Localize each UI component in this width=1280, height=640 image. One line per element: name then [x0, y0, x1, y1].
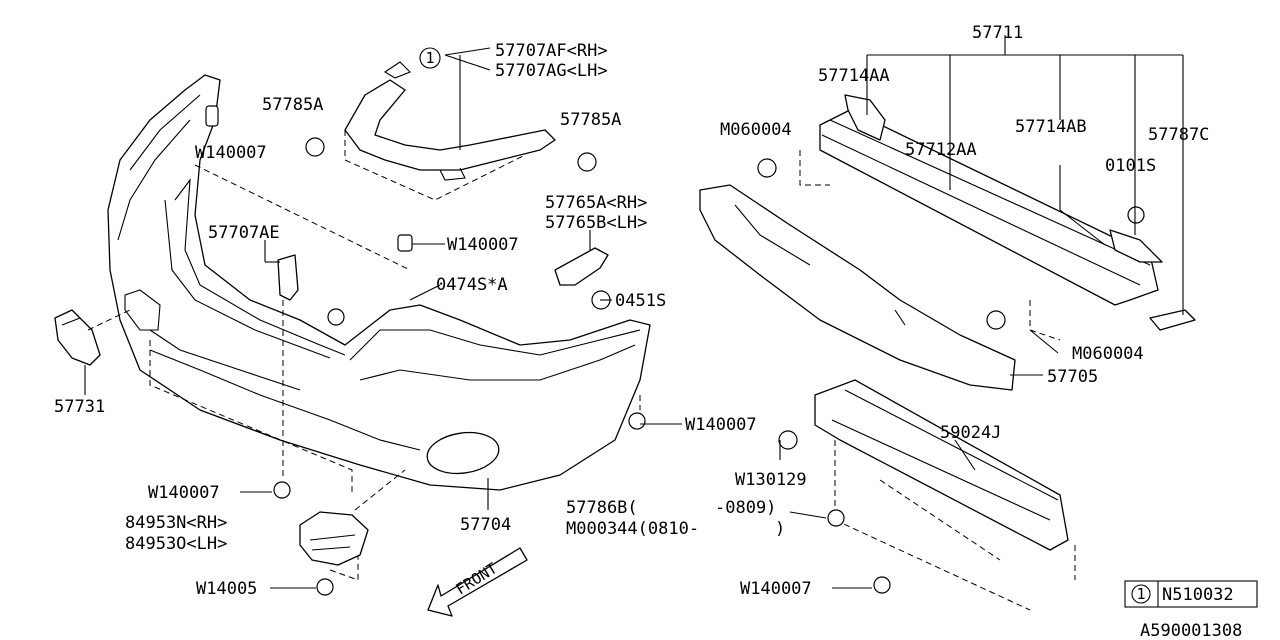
- front-label: FRONT: [453, 559, 501, 598]
- side-marker-57731: [54, 309, 131, 395]
- front-arrow: FRONT: [427, 547, 528, 617]
- callout-circle: [419, 47, 441, 69]
- label-59024J: 59024J: [940, 423, 1001, 443]
- label-84953N: 84953N<RH>: [125, 513, 227, 533]
- ref-part-number: N510032: [1162, 585, 1234, 605]
- reinforcement-57711: [799, 94, 1163, 341]
- leader-lines: [240, 35, 1184, 589]
- label-57765A: 57765A<RH>: [545, 193, 647, 213]
- lower-beam-59024J: [814, 379, 1076, 611]
- label-57711: 57711: [972, 23, 1023, 43]
- label-57704: 57704: [460, 515, 511, 535]
- label-57787C: 57787C: [1148, 125, 1209, 145]
- label-0474S: 0474S*A: [436, 275, 508, 295]
- bracket-57707AE: [264, 240, 299, 480]
- label-57714AA: 57714AA: [818, 66, 890, 86]
- label-57707AF: 57707AF<RH>: [495, 41, 608, 61]
- label-W140007-bottom-right: W140007: [740, 579, 812, 599]
- bracket-57707AF: [344, 61, 556, 201]
- label-57714AB: 57714AB: [1015, 117, 1087, 137]
- label-W140007-bottom-left: W140007: [148, 483, 220, 503]
- plate-57787C: [1149, 309, 1196, 331]
- label-W140007-mid: W140007: [447, 235, 519, 255]
- reference-box: 1 N510032: [1124, 580, 1258, 608]
- label-84953O: 84953O<LH>: [125, 534, 227, 554]
- retainer-57765: [554, 230, 609, 286]
- label-57786B: 57786B(: [566, 498, 638, 518]
- label-W130129: W130129: [735, 470, 807, 490]
- absorber-57705: [699, 184, 1016, 391]
- fastener-bolts-left: [205, 105, 646, 596]
- ref-callout-number: 1: [1136, 585, 1145, 603]
- label-paren: ): [775, 519, 785, 539]
- label-57785A-right: 57785A: [560, 110, 621, 130]
- label-M060004-top: M060004: [720, 120, 792, 140]
- label-57765B: 57765B<LH>: [545, 213, 647, 233]
- label-0809: -0809): [715, 498, 776, 518]
- label-W140007-right: W140007: [685, 415, 757, 435]
- label-57705: 57705: [1047, 367, 1098, 387]
- bumper-cover-57704: [107, 74, 651, 491]
- label-0101S: 0101S: [1105, 156, 1156, 176]
- fog-cover-84953: [299, 469, 406, 581]
- label-0451S: 0451S: [615, 291, 666, 311]
- callout-number: 1: [425, 49, 434, 67]
- label-57707AG: 57707AG<LH>: [495, 61, 608, 81]
- label-57707AE: 57707AE: [208, 223, 280, 243]
- label-57731: 57731: [54, 397, 105, 417]
- label-57785A-left: 57785A: [262, 95, 323, 115]
- fastener-bolts-right: [757, 158, 1145, 594]
- label-57712AA: 57712AA: [905, 140, 977, 160]
- label-W140007-top-left: W140007: [195, 143, 267, 163]
- label-W14005: W14005: [196, 579, 257, 599]
- label-M000344: M000344(0810-: [566, 519, 699, 539]
- diagram-id: A590001308: [1140, 621, 1242, 640]
- label-M060004-bottom: M060004: [1072, 344, 1144, 364]
